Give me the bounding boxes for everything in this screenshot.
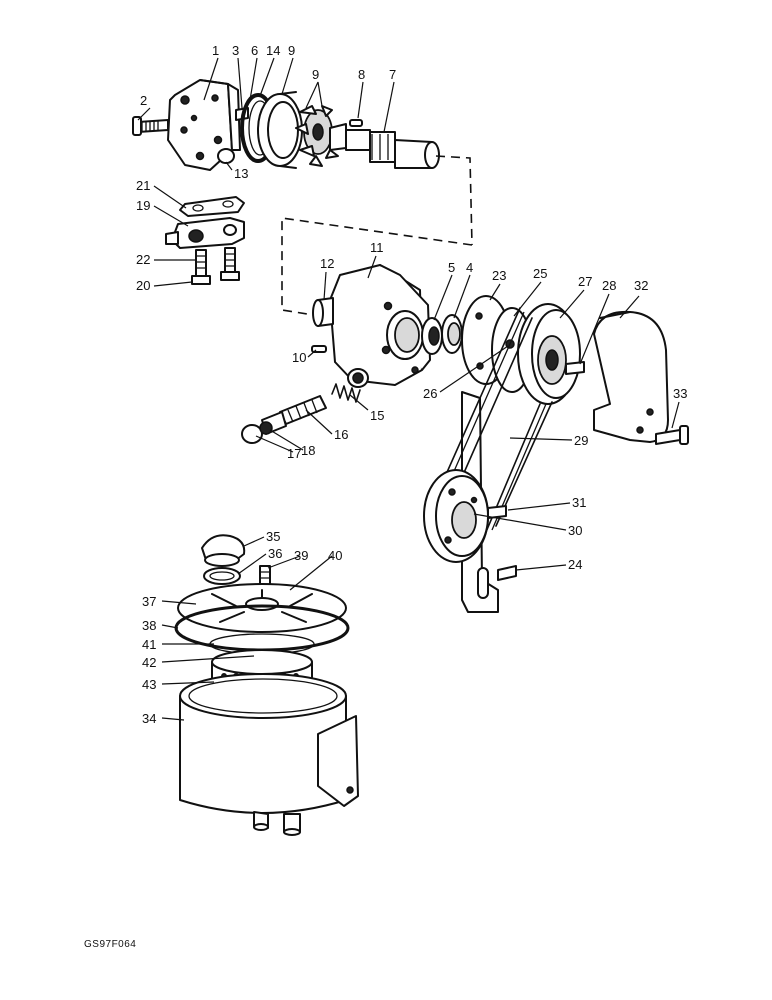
seal-and-bearing — [421, 314, 463, 355]
callout-16: 16 — [334, 427, 348, 442]
callout-22: 22 — [136, 252, 150, 267]
callout-39: 39 — [294, 548, 308, 563]
callout-15: 15 — [370, 408, 384, 423]
callout-11: 11 — [370, 240, 384, 255]
callout-43: 43 — [142, 677, 156, 692]
callout-4: 4 — [466, 260, 473, 275]
callout-3: 3 — [232, 43, 239, 58]
reservoir-assembly — [174, 534, 359, 836]
callout-31: 31 — [572, 495, 586, 510]
callout-9-impeller: 9 — [312, 67, 319, 82]
callout-41: 41 — [142, 637, 156, 652]
callout-40: 40 — [328, 548, 342, 563]
callout-20: 20 — [136, 278, 150, 293]
callout-19: 19 — [136, 198, 150, 213]
callout-27: 27 — [578, 274, 592, 289]
impeller — [295, 105, 339, 167]
callout-42: 42 — [142, 655, 156, 670]
callout-labels: 1 3 6 14 9 9 8 7 2 13 21 19 22 20 11 12 … — [136, 43, 687, 726]
callout-6: 6 — [251, 43, 258, 58]
callout-25: 25 — [533, 266, 547, 281]
callout-7: 7 — [389, 67, 396, 82]
callout-2: 2 — [140, 93, 147, 108]
callout-17: 17 — [287, 446, 301, 461]
callout-32: 32 — [634, 278, 648, 293]
alignment-dashes — [281, 155, 473, 317]
callout-34: 34 — [142, 711, 156, 726]
callout-24: 24 — [568, 557, 582, 572]
drawing-reference: GS97F064 — [84, 939, 136, 950]
callout-33: 33 — [673, 386, 687, 401]
pump-cover-assembly — [132, 79, 440, 171]
callout-35: 35 — [266, 529, 280, 544]
callout-9-housing: 9 — [288, 43, 295, 58]
callout-30: 30 — [568, 523, 582, 538]
callout-13: 13 — [234, 166, 248, 181]
callout-29: 29 — [574, 433, 588, 448]
callout-26: 26 — [423, 386, 437, 401]
belt-drive — [423, 295, 689, 613]
pump-body — [311, 264, 431, 388]
callout-28: 28 — [602, 278, 616, 293]
outlet-fitting — [165, 196, 245, 285]
relief-valve — [241, 383, 361, 444]
callout-1: 1 — [212, 43, 219, 58]
callout-8: 8 — [358, 67, 365, 82]
callout-38: 38 — [142, 618, 156, 633]
callout-12: 12 — [320, 256, 334, 271]
callout-5: 5 — [448, 260, 455, 275]
callout-23: 23 — [492, 268, 506, 283]
callout-36: 36 — [268, 546, 282, 561]
leader-lines — [137, 57, 680, 721]
callout-37: 37 — [142, 594, 156, 609]
callout-18: 18 — [301, 443, 315, 458]
callout-10: 10 — [292, 350, 306, 365]
callout-21: 21 — [136, 178, 150, 193]
callout-14: 14 — [266, 43, 280, 58]
